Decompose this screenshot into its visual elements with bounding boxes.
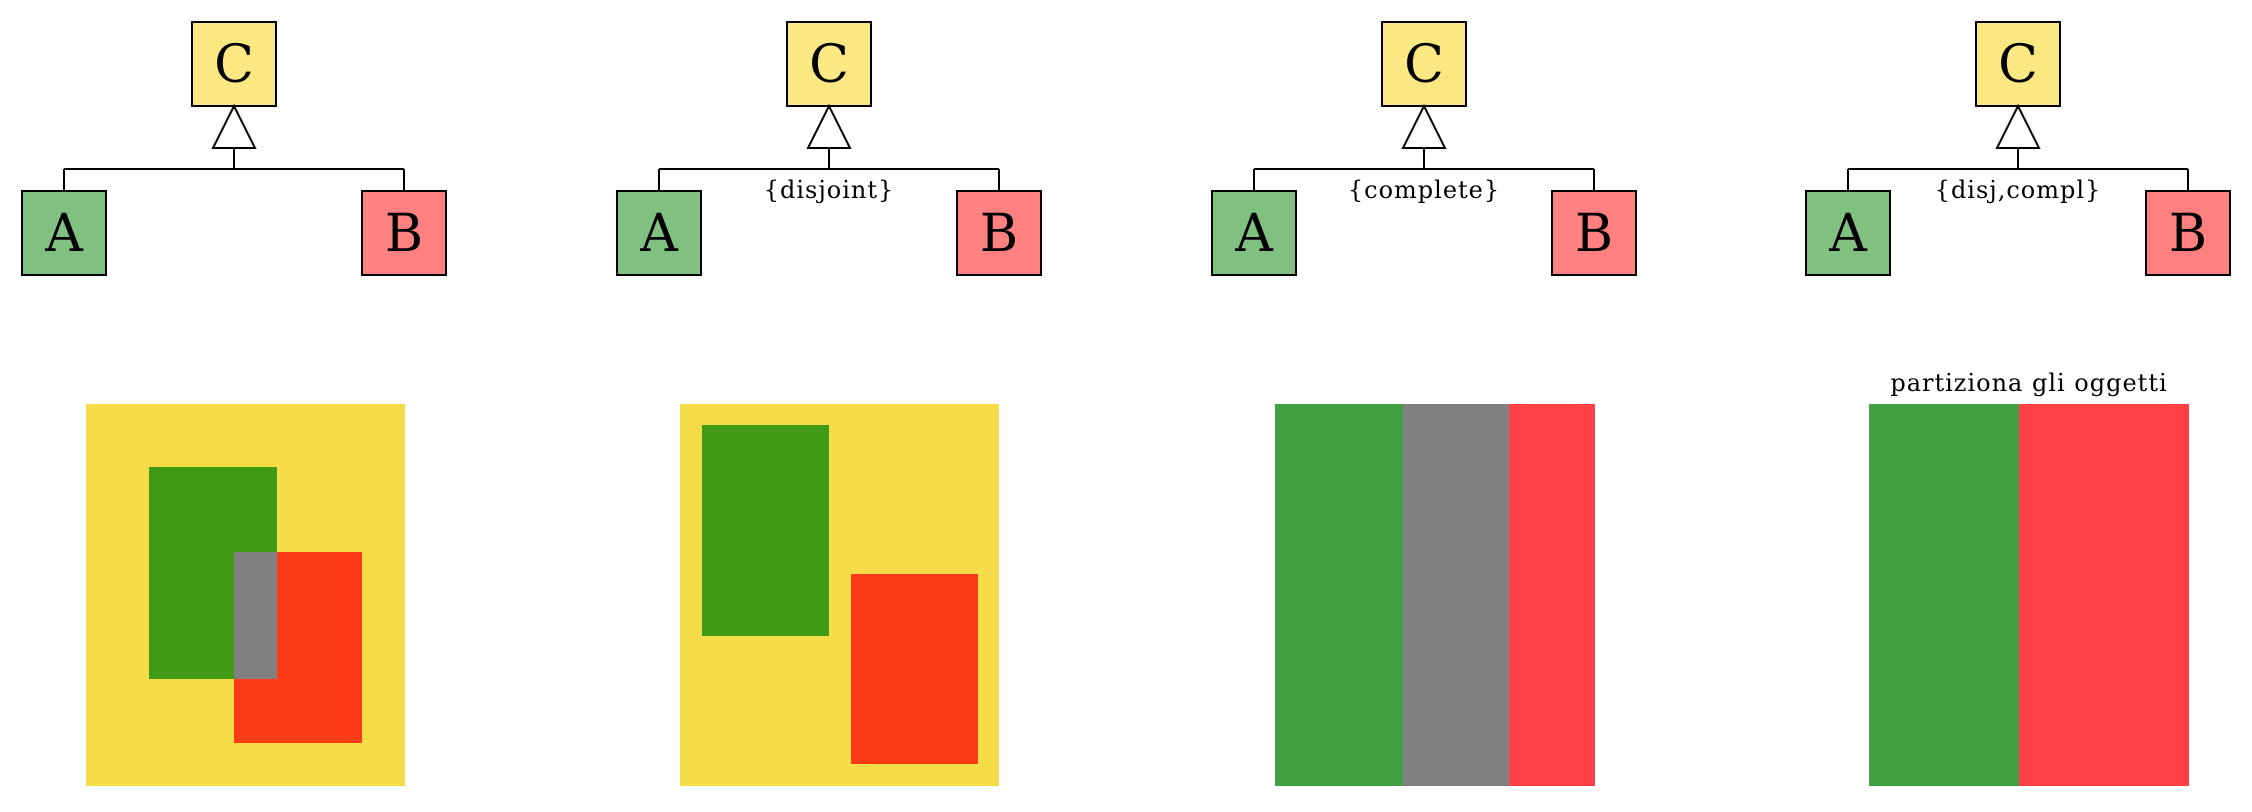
disjoint-incomplete-illustration xyxy=(680,404,999,786)
overlap-stripe xyxy=(1403,404,1509,786)
generalization-triangle xyxy=(1995,103,2041,149)
superclass-label: C xyxy=(214,35,254,95)
subclass-a-label: A xyxy=(1828,204,1868,264)
generalization-diagram: C A B {disj,compl} xyxy=(1805,21,2231,276)
constraint-label: {disj,compl} xyxy=(1935,176,2102,204)
constraint-label: {complete} xyxy=(1348,176,1500,204)
superclass-box: C xyxy=(191,21,277,107)
superclass-rect xyxy=(1381,21,1467,107)
subclass-b-label: B xyxy=(1575,204,1613,264)
partition-caption: partiziona gli oggetti xyxy=(1890,369,2167,397)
subclass-a-box: A xyxy=(21,190,107,276)
subclass-a-label: A xyxy=(1234,204,1274,264)
superclass-rect xyxy=(191,21,277,107)
subclass-a-label: A xyxy=(44,204,84,264)
subclass-b-box: B xyxy=(361,190,447,276)
generalization-triangle xyxy=(211,103,257,149)
hierarchy-row: C A B C A B {disjoint} C A B {complete} C A B {disj,co… xyxy=(21,21,2231,276)
subclass-a-box: A xyxy=(616,190,702,276)
generalization-diagram: C A B {complete} xyxy=(1211,21,1637,276)
subclass-b-label: B xyxy=(980,204,1018,264)
subclass-a-box: A xyxy=(1805,190,1891,276)
superclass-rect xyxy=(1975,21,2061,107)
set-b-part xyxy=(2019,404,2189,786)
subclass-b-label: B xyxy=(385,204,423,264)
set-b xyxy=(851,574,978,764)
superclass-box: C xyxy=(1381,21,1467,107)
superclass-rect xyxy=(786,21,872,107)
subclass-a-rect xyxy=(616,190,702,276)
subclass-a-box: A xyxy=(1211,190,1297,276)
overlap-region xyxy=(234,552,277,679)
subclass-b-rect xyxy=(1551,190,1637,276)
superclass-box: C xyxy=(1975,21,2061,107)
superclass-label: C xyxy=(1404,35,1444,95)
set-a-stripe xyxy=(1275,404,1403,786)
superclass-label: C xyxy=(1998,35,2038,95)
generalization-diagram: C A B {disjoint} xyxy=(616,21,1042,276)
subclass-b-box: B xyxy=(2145,190,2231,276)
overlapping-complete-illustration xyxy=(1275,404,1595,786)
subclass-b-rect xyxy=(361,190,447,276)
generalization-diagram: C A B xyxy=(21,21,447,276)
superclass-box: C xyxy=(786,21,872,107)
subclass-b-label: B xyxy=(2169,204,2207,264)
subclass-a-rect xyxy=(21,190,107,276)
subclass-b-rect xyxy=(956,190,1042,276)
subclass-b-rect xyxy=(2145,190,2231,276)
overlapping-incomplete-illustration xyxy=(86,404,405,786)
set-a xyxy=(702,425,829,636)
constraint-label: {disjoint} xyxy=(764,176,895,204)
subclass-b-box: B xyxy=(956,190,1042,276)
subclass-a-rect xyxy=(1805,190,1891,276)
generalization-triangle xyxy=(1401,103,1447,149)
partition-illustration: partiziona gli oggetti xyxy=(1869,369,2189,786)
subclass-a-rect xyxy=(1211,190,1297,276)
set-b-stripe xyxy=(1509,404,1595,786)
subclass-a-label: A xyxy=(639,204,679,264)
generalization-triangle xyxy=(806,103,852,149)
subclass-b-box: B xyxy=(1551,190,1637,276)
set-a-part xyxy=(1869,404,2019,786)
superclass-label: C xyxy=(809,35,849,95)
